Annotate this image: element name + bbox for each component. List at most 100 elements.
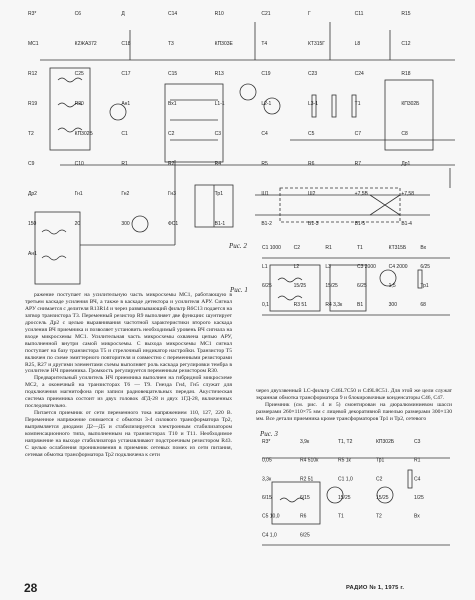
schematic-label: R10	[215, 11, 224, 17]
schematic-label: Вх	[420, 245, 426, 251]
schematic-label: T1	[357, 245, 363, 251]
fig1-transistor-t3	[239, 83, 257, 101]
fig1-coil	[41, 229, 67, 235]
schematic-label: 20	[75, 221, 81, 227]
schematic-label: 0,1	[262, 302, 269, 308]
paragraph: Приемник (см. рис. 4 и 5) смонтирован на…	[256, 401, 452, 422]
schematic-label: L1	[262, 264, 268, 270]
schematic-label: C17	[121, 71, 130, 77]
schematic-label: L3-1	[308, 101, 318, 107]
schematic-label: R5	[261, 161, 268, 167]
figure-2-schematic	[262, 257, 450, 316]
schematic-label: B1-2	[261, 221, 272, 227]
fig1-resistor	[331, 94, 337, 118]
schematic-label: R12	[28, 71, 37, 77]
schematic-label: КТ315Б	[389, 245, 407, 251]
article-text-left: ражение поступает на усилительную часть …	[25, 292, 232, 584]
schematic-label: C4	[261, 131, 268, 137]
schematic-label: Тр1	[215, 191, 224, 197]
schematic-label: C24	[355, 71, 364, 77]
schematic-label: R2 51	[300, 476, 314, 482]
fig3-coil	[279, 497, 305, 503]
schematic-label: Ан1	[28, 251, 37, 257]
page-number: 28	[24, 581, 38, 595]
schematic-label: 15/25	[294, 283, 307, 289]
schematic-label: R13	[215, 71, 224, 77]
paragraph: ражение поступает на усилительную часть …	[25, 292, 232, 375]
schematic-label: Тр1	[420, 283, 429, 289]
schematic-label: T2	[376, 514, 382, 520]
figure-1-schematic	[34, 22, 455, 285]
schematic-label: Гн1	[75, 191, 83, 197]
schematic-label: Вх	[414, 514, 420, 520]
schematic-label: R1	[121, 161, 128, 167]
schematic-label: КП302Б	[376, 439, 395, 445]
schematic-label: R4	[215, 161, 222, 167]
schematic-label: Ш1	[261, 191, 269, 197]
fig1-ic-mc1	[384, 79, 434, 151]
fig1-transistor-t4	[263, 97, 281, 115]
fig2-transistor	[379, 269, 397, 287]
schematic-label: Вх1	[168, 101, 177, 107]
schematic-label: 6/15	[262, 495, 272, 501]
schematic-label: 15/25	[325, 283, 338, 289]
fig1-coil	[41, 255, 67, 261]
schematic-label: R15	[401, 11, 410, 17]
schematic-label: 150	[28, 221, 37, 227]
schematic-label: 15/25	[338, 495, 351, 501]
schematic-label: L3	[325, 264, 331, 270]
schematic-label: 0,05	[262, 458, 272, 464]
fig3-transistor-t2	[376, 486, 394, 504]
schematic-label: МС1	[28, 41, 39, 47]
figure-3-schematic	[262, 457, 450, 546]
schematic-label: 6/25	[262, 283, 272, 289]
schematic-label: R3 51	[294, 302, 308, 308]
schematic-label: КП303Е	[215, 41, 234, 47]
schematic-label: T1	[355, 101, 361, 107]
schematic-label: C11	[355, 11, 364, 17]
schematic-label: 1,5	[389, 283, 396, 289]
schematic-label: Д	[121, 11, 125, 17]
schematic-label: Тр1	[376, 458, 385, 464]
figure-2-caption: Рис. 2	[229, 242, 247, 250]
figure-1-caption: Рис. 1	[230, 286, 248, 294]
schematic-label: C2	[168, 131, 175, 137]
fig3-transformer	[271, 481, 321, 525]
fig2-coil	[277, 295, 303, 301]
schematic-label: R4 3,3к	[325, 302, 343, 308]
schematic-label: Гн2	[121, 191, 129, 197]
schematic-label: R3*	[28, 11, 36, 17]
schematic-label: 6/15	[300, 495, 310, 501]
fig3-transistor-t1	[326, 486, 344, 504]
fig3-resistor	[407, 469, 413, 489]
schematic-label: 3,9к	[300, 439, 310, 445]
schematic-label: КТ315Г	[308, 41, 325, 47]
schematic-label: 1/25	[414, 495, 424, 501]
schematic-label: ФС1	[168, 221, 178, 227]
fig1-wire	[369, 194, 401, 216]
schematic-label: C3	[414, 439, 421, 445]
schematic-label: R18	[401, 71, 410, 77]
schematic-label: Др2	[28, 191, 37, 197]
schematic-label: R4 510к	[300, 458, 319, 464]
schematic-label: C19	[261, 71, 270, 77]
fig2-switch	[329, 264, 367, 312]
schematic-label: R7	[355, 161, 362, 167]
fig2-coil	[277, 277, 303, 283]
schematic-label: T4	[261, 41, 267, 47]
schematic-label: C2	[376, 476, 383, 482]
schematic-label: +7,5В	[355, 191, 369, 197]
schematic-label: B1-1	[215, 221, 226, 227]
schematic-label: C15	[168, 71, 177, 77]
schematic-label: C3 2000	[357, 264, 376, 270]
schematic-label: C10	[75, 161, 84, 167]
schematic-label: C7	[355, 131, 362, 137]
schematic-label: В1	[357, 302, 363, 308]
schematic-label: 6/25	[300, 532, 310, 538]
schematic-label: 3,3к	[262, 476, 272, 482]
schematic-label: Др1	[401, 161, 410, 167]
fig1-coil	[57, 127, 83, 133]
schematic-label: B1-5	[355, 221, 366, 227]
